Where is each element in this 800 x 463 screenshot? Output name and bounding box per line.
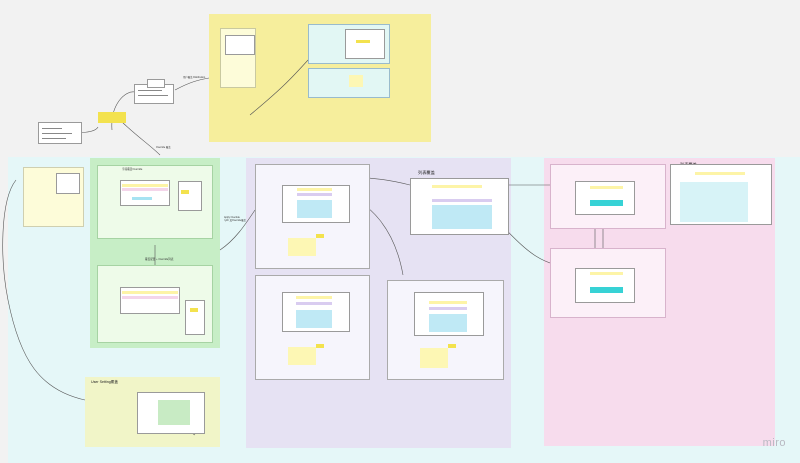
green-bottom-bar-yellow <box>122 291 178 294</box>
arrow-label-mid: Override 覆盖 <box>156 146 171 149</box>
pink-tr-bar-yellow <box>695 172 745 175</box>
green-bottom-note: 覆盖配置 + Override列表 <box>145 258 174 261</box>
purple-tl-note[interactable] <box>288 238 316 256</box>
green-top-small-note[interactable] <box>181 190 189 194</box>
purple-br-note[interactable] <box>420 348 448 368</box>
purple-tl-cyan-area <box>297 200 332 218</box>
purple-bl-note[interactable] <box>288 347 316 365</box>
purple-tl-tag[interactable] <box>316 234 324 238</box>
flow-yellow-note[interactable] <box>98 112 126 123</box>
yellow-top-right-highlight <box>356 40 370 43</box>
miro-logo: miro <box>762 437 786 449</box>
purple-bl-cyan-area <box>296 310 332 328</box>
green-bottom-bar-pink <box>122 296 178 299</box>
user-setting-highlight <box>158 400 190 425</box>
green-top-bar-cyan <box>132 197 152 200</box>
green-top-note: 字段覆盖Override <box>122 168 143 171</box>
user-setting-title: User Setting覆盖 <box>91 380 118 384</box>
purple-tl-bar-yellow <box>297 188 332 191</box>
flow-card-left-line <box>42 128 62 129</box>
purple-bl-bar-yellow <box>296 296 332 299</box>
purple-tr-bar-purple <box>432 199 492 202</box>
arrow-label-top: 用户覆盖 Distribution <box>183 76 206 79</box>
flow-card-middle-line <box>138 95 168 96</box>
purple-tl-bar-purple <box>297 193 332 196</box>
purple-tr-bar-yellow <box>432 185 482 188</box>
pink-tr-cyan-area <box>680 182 748 222</box>
flow-card-left-line <box>42 133 72 134</box>
yellow-bottom-right-note[interactable] <box>349 75 363 87</box>
green-top-bar-pink <box>122 188 168 191</box>
flow-card-left-line <box>42 138 66 139</box>
pink-bl-cyan-bar <box>590 287 623 293</box>
purple-bl-bar-purple <box>296 302 332 305</box>
purple-tr-cyan-area <box>432 205 492 229</box>
purple-br-cyan-area <box>429 314 467 332</box>
pink-bl-bar-yellow <box>590 272 623 275</box>
flow-card-middle-line <box>138 90 162 91</box>
yellow-left-panel-inner[interactable] <box>225 35 255 55</box>
arrow-label-right: Apply Override 与Dr 及Override覆盖 <box>224 216 246 223</box>
cyan-left-note-inner[interactable] <box>56 173 80 194</box>
green-bottom-side-box[interactable] <box>185 300 205 335</box>
purple-frame-title: 列表覆盖 <box>418 170 435 175</box>
purple-br-bar-purple <box>429 307 467 310</box>
green-top-side-box[interactable] <box>178 181 202 211</box>
purple-bl-tag[interactable] <box>316 344 324 348</box>
flow-card-small[interactable] <box>147 79 165 88</box>
green-bottom-small-note[interactable] <box>190 308 198 312</box>
pink-tl-cyan-bar <box>590 200 623 206</box>
green-top-bar-yellow <box>122 184 168 187</box>
purple-br-bar-yellow <box>429 301 467 304</box>
yellow-top-right-inner[interactable] <box>345 29 385 59</box>
purple-br-tag[interactable] <box>448 344 456 348</box>
pink-tl-bar-yellow <box>590 186 623 189</box>
